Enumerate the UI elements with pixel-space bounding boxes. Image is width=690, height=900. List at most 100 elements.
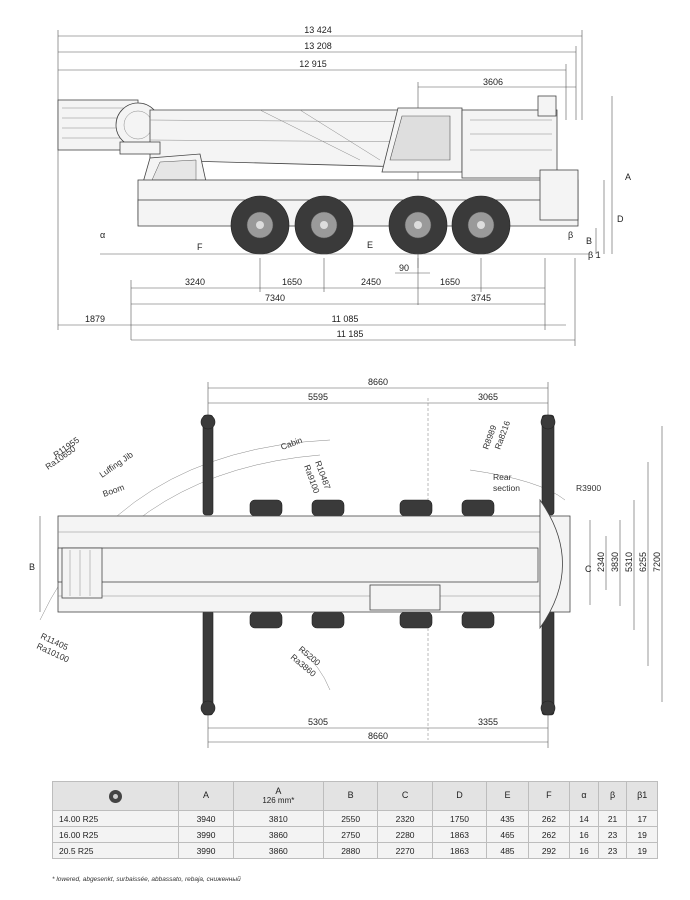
tyres-top <box>249 499 495 629</box>
dim-90: 90 <box>399 263 409 273</box>
top-view-top-dims: 8660 5595 3065 <box>207 377 549 740</box>
col-header-a2: A <box>275 785 282 796</box>
top-view: 8660 5595 3065 <box>29 377 663 748</box>
cell: 16.00 R25 <box>51 826 180 843</box>
cell: 14.00 R25 <box>51 810 180 827</box>
wheels-side <box>100 195 590 255</box>
tyre-icon-header <box>51 781 180 811</box>
cell: 16 <box>569 842 599 859</box>
wheel <box>294 195 354 255</box>
dim-7340: 7340 <box>265 293 285 303</box>
cell: 3990 <box>178 826 234 843</box>
crane-body-top <box>57 498 571 630</box>
cell: 2750 <box>322 826 379 843</box>
col-header: C <box>377 781 433 811</box>
dim-2450: 2450 <box>361 277 381 287</box>
col-header: F <box>527 781 571 811</box>
cell: 2880 <box>322 842 379 859</box>
col-header: β <box>597 781 628 811</box>
top-view-bottom-dims: 5305 3355 8660 <box>207 715 549 748</box>
letter-F: F <box>197 242 203 252</box>
cell: 3810 <box>232 810 324 827</box>
cell: 17 <box>626 810 658 827</box>
cell: 19 <box>626 842 658 859</box>
cell: 23 <box>597 826 628 843</box>
label-rear: Rear <box>493 472 512 482</box>
dim-11085: 11 085 <box>332 314 359 324</box>
tyre-icon <box>109 789 123 803</box>
col-header: β1 <box>626 781 658 811</box>
dim-3830: 3830 <box>610 552 620 572</box>
crane-boom-side <box>57 99 446 169</box>
cell: 292 <box>527 842 571 859</box>
dim-5305: 5305 <box>308 717 328 727</box>
col-header: A <box>178 781 234 811</box>
dim-6255: 6255 <box>638 552 648 572</box>
letter-C-top: C <box>585 564 592 574</box>
crane-cab-side <box>381 95 558 179</box>
dim-2340: 2340 <box>596 552 606 572</box>
cell: 2280 <box>377 826 433 843</box>
letter-D: D <box>617 214 624 224</box>
top-view-right-dims: C 2340 3830 5310 6255 7200 <box>585 426 663 702</box>
bottom-dimensions: 7340 3745 1879 11 085 11 185 <box>58 258 576 346</box>
cell: 14 <box>569 810 599 827</box>
col-header: B <box>322 781 379 811</box>
dim-1879: 1879 <box>85 314 105 324</box>
col-header-a2-sub: 126 mm* <box>262 795 295 805</box>
wheel <box>388 195 448 255</box>
col-header: D <box>431 781 488 811</box>
footnote: * lowered, abgesenkt, surbaissée, abbass… <box>52 876 241 883</box>
cell: 2550 <box>322 810 379 827</box>
side-top-dimensions: 13 424 13 208 12 915 3606 <box>57 25 583 330</box>
dim-3240: 3240 <box>185 277 205 287</box>
dim-5595: 5595 <box>308 392 328 402</box>
letter-alpha: α <box>100 230 105 240</box>
dim-7200: 7200 <box>652 552 662 572</box>
r3900: R3900 <box>576 483 601 493</box>
letter-B-top: B <box>29 562 35 572</box>
cell: 20.5 R25 <box>51 842 180 859</box>
wheelbase-dimensions: 3240 1650 2450 1650 90 <box>130 258 546 340</box>
dim-overall-1: 13 424 <box>304 25 332 35</box>
label-luffing-jib: Luffing Jib <box>97 449 135 479</box>
cell: 21 <box>597 810 628 827</box>
dim-3745: 3745 <box>471 293 491 303</box>
cell: 435 <box>486 810 529 827</box>
dim-1650-b: 1650 <box>440 277 460 287</box>
col-header: E <box>486 781 529 811</box>
cell: 3860 <box>232 826 324 843</box>
dim-11185: 11 185 <box>337 329 364 339</box>
cell: 2270 <box>377 842 433 859</box>
cell: 465 <box>486 826 529 843</box>
dim-1650-a: 1650 <box>282 277 302 287</box>
cell: 1750 <box>431 810 488 827</box>
dim-5310: 5310 <box>624 552 634 572</box>
letter-A: A <box>625 172 631 182</box>
table-row: 20.5 R25 3990 3860 2880 2270 1863 485 29… <box>51 842 658 859</box>
cell: 262 <box>527 810 571 827</box>
wheel <box>230 195 290 255</box>
table-row: 16.00 R25 3990 3860 2750 2280 1863 465 2… <box>51 826 658 843</box>
dim-3065: 3065 <box>478 392 498 402</box>
table-row: 14.00 R25 3940 3810 2550 2320 1750 435 2… <box>51 810 658 827</box>
cell: 2320 <box>377 810 433 827</box>
dim-3355: 3355 <box>478 717 498 727</box>
dim-bottom-8660: 8660 <box>368 731 388 741</box>
cell: 3990 <box>178 842 234 859</box>
cell: 3860 <box>232 842 324 859</box>
side-vertical-dims: A D B β 1 <box>586 96 631 260</box>
cell: 485 <box>486 842 529 859</box>
cell: 3940 <box>178 810 234 827</box>
cell: 23 <box>597 842 628 859</box>
label-cabin: Cabin <box>279 435 304 452</box>
top-view-left-dim: B <box>29 516 41 612</box>
col-header: α <box>569 781 599 811</box>
cell: 1863 <box>431 842 488 859</box>
label-boom: Boom <box>101 482 125 499</box>
side-ground-letters: α β F E <box>100 230 573 252</box>
cell: 16 <box>569 826 599 843</box>
